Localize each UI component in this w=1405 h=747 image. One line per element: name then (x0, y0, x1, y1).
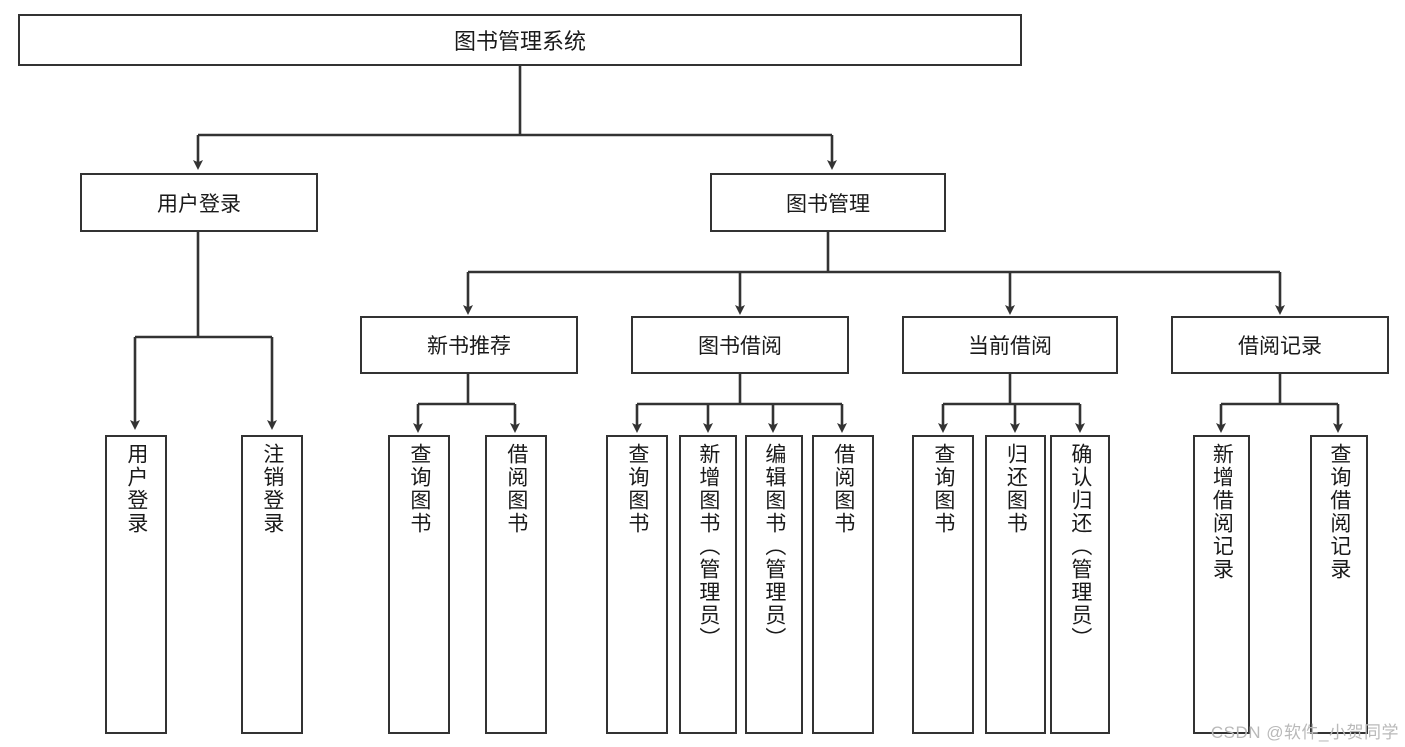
node-book-borrow[interactable]: 图书借阅 (631, 316, 849, 374)
leaf-logout-label: 注销登录 (260, 443, 284, 535)
leaf-add-book-admin[interactable]: 新增图书（管理员） (679, 435, 737, 734)
node-current-borrow[interactable]: 当前借阅 (902, 316, 1118, 374)
leaf-query-borrow-record[interactable]: 查询借阅记录 (1310, 435, 1368, 734)
node-borrow-record-label: 借阅记录 (1238, 335, 1322, 358)
leaf-return-book-label: 归还图书 (1004, 443, 1028, 535)
leaf-return-book[interactable]: 归还图书 (985, 435, 1046, 734)
leaf-query-book-borrow-label: 查询图书 (625, 443, 649, 535)
leaf-edit-book-admin-label: 编辑图书（管理员） (762, 443, 786, 650)
leaf-confirm-return-admin[interactable]: 确认归还（管理员） (1050, 435, 1110, 734)
node-root[interactable]: 图书管理系统 (18, 14, 1022, 66)
watermark: CSDN @软件_小贺同学 (1210, 723, 1399, 742)
leaf-confirm-return-admin-label: 确认归还（管理员） (1068, 443, 1092, 650)
node-user-login[interactable]: 用户登录 (80, 173, 318, 232)
node-current-borrow-label: 当前借阅 (968, 335, 1052, 358)
node-root-label: 图书管理系统 (453, 29, 586, 54)
leaf-user-login-label: 用户登录 (124, 443, 148, 535)
node-borrow-record[interactable]: 借阅记录 (1171, 316, 1389, 374)
leaf-edit-book-admin[interactable]: 编辑图书（管理员） (745, 435, 803, 734)
leaf-query-book-new[interactable]: 查询图书 (388, 435, 450, 734)
leaf-add-borrow-record-label: 新增借阅记录 (1210, 443, 1234, 581)
node-book-management[interactable]: 图书管理 (710, 173, 946, 232)
leaf-add-borrow-record[interactable]: 新增借阅记录 (1193, 435, 1250, 734)
leaf-query-book-borrow[interactable]: 查询图书 (606, 435, 668, 734)
leaf-borrow-book-label: 借阅图书 (831, 443, 855, 535)
node-book-management-label: 图书管理 (786, 192, 870, 216)
leaf-query-borrow-record-label: 查询借阅记录 (1327, 443, 1351, 581)
node-new-book-recommend-label: 新书推荐 (427, 335, 511, 358)
leaf-query-book-new-label: 查询图书 (407, 443, 431, 535)
leaf-add-book-admin-label: 新增图书（管理员） (696, 443, 720, 650)
leaf-user-login[interactable]: 用户登录 (105, 435, 167, 734)
node-book-borrow-label: 图书借阅 (698, 335, 782, 358)
node-user-login-label: 用户登录 (157, 192, 241, 216)
node-new-book-recommend[interactable]: 新书推荐 (360, 316, 578, 374)
leaf-borrow-book-new-label: 借阅图书 (504, 443, 528, 535)
leaf-borrow-book[interactable]: 借阅图书 (812, 435, 874, 734)
leaf-borrow-book-new[interactable]: 借阅图书 (485, 435, 547, 734)
leaf-query-book-current-label: 查询图书 (931, 443, 955, 535)
leaf-logout[interactable]: 注销登录 (241, 435, 303, 734)
leaf-query-book-current[interactable]: 查询图书 (912, 435, 974, 734)
